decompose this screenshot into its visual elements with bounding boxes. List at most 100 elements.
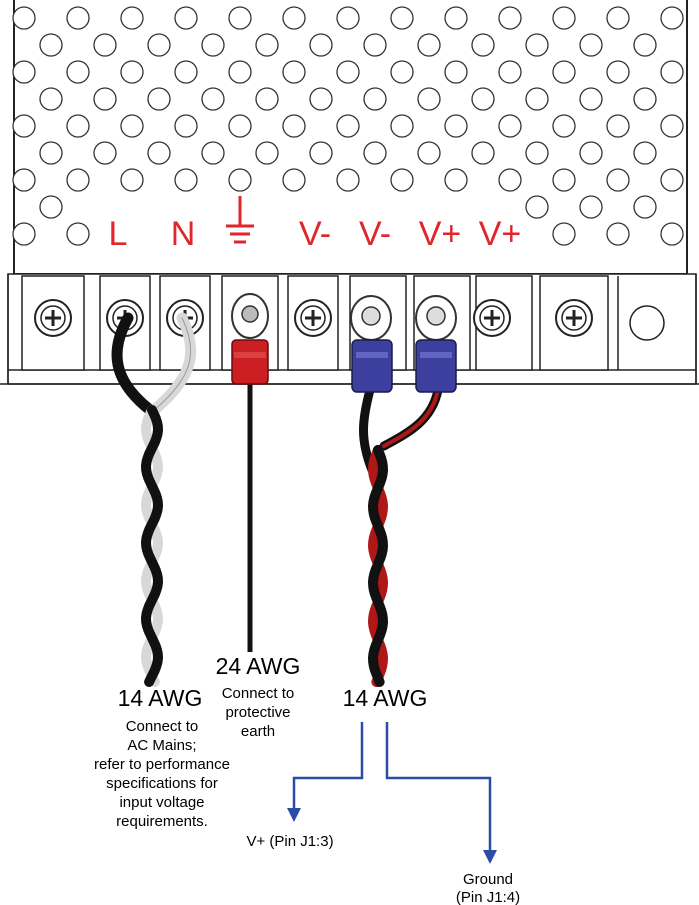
vent-hole — [606, 222, 630, 246]
vent-hole — [552, 222, 576, 246]
vent-hole — [201, 87, 225, 111]
earth-wire-gauge: 24 AWG — [216, 653, 301, 679]
vent-hole — [444, 114, 468, 138]
vent-hole — [471, 141, 495, 165]
vent-hole — [66, 222, 90, 246]
vent-hole — [228, 6, 252, 30]
vent-hole — [336, 60, 360, 84]
vent-hole — [525, 87, 549, 111]
vent-hole — [228, 114, 252, 138]
vent-hole — [120, 6, 144, 30]
vent-hole — [66, 6, 90, 30]
ventilation-holes — [12, 6, 684, 246]
vent-hole — [444, 168, 468, 192]
svg-text:requirements.: requirements. — [116, 813, 208, 830]
power-supply-enclosure — [12, 0, 688, 275]
vent-hole — [39, 195, 63, 219]
vent-hole — [417, 87, 441, 111]
ac-wire-gauge: 14 AWG — [118, 685, 203, 711]
vent-hole — [552, 6, 576, 30]
vent-hole — [336, 114, 360, 138]
svg-text:refer to performance: refer to performance — [94, 756, 230, 773]
dc-wire-pair — [359, 385, 443, 687]
svg-text:Connect to: Connect to — [222, 685, 295, 702]
vent-hole — [606, 114, 630, 138]
svg-text:protective: protective — [225, 704, 290, 721]
vent-hole — [606, 168, 630, 192]
vent-hole — [12, 168, 36, 192]
vent-hole — [498, 168, 522, 192]
terminal-screws — [34, 299, 593, 337]
terminal-label-v-plus-2: V+ — [479, 215, 522, 253]
vent-hole — [12, 222, 36, 246]
vent-hole — [282, 6, 306, 30]
vent-hole — [579, 195, 603, 219]
vent-hole — [552, 114, 576, 138]
vent-hole — [228, 168, 252, 192]
vent-hole — [147, 33, 171, 57]
vent-hole — [579, 33, 603, 57]
vent-hole — [552, 168, 576, 192]
vent-hole — [606, 6, 630, 30]
vent-hole — [120, 168, 144, 192]
screw-icon — [473, 299, 511, 337]
vent-hole — [579, 141, 603, 165]
vent-hole — [525, 195, 549, 219]
vent-hole — [174, 6, 198, 30]
vent-hole — [66, 114, 90, 138]
blue-ring-lugs — [350, 295, 457, 393]
vent-hole — [120, 60, 144, 84]
terminal-label-l: L — [109, 215, 128, 253]
svg-text:Connect to: Connect to — [126, 718, 199, 735]
ground-pin-label-line2: (Pin J1:4) — [456, 889, 520, 905]
vent-hole — [255, 87, 279, 111]
terminal-label-v-minus-2: V- — [359, 215, 391, 253]
vent-hole — [39, 33, 63, 57]
vent-hole — [12, 60, 36, 84]
vent-hole — [309, 33, 333, 57]
dc-wire-gauge: 14 AWG — [343, 685, 428, 711]
vent-hole — [390, 168, 414, 192]
svg-text:earth: earth — [241, 723, 275, 740]
terminal-label-n: N — [171, 215, 196, 253]
vent-hole — [66, 60, 90, 84]
svg-text:specifications for: specifications for — [106, 775, 218, 792]
vent-hole — [309, 141, 333, 165]
vent-hole — [633, 87, 657, 111]
vent-hole — [120, 114, 144, 138]
vent-hole — [633, 195, 657, 219]
vent-hole — [282, 168, 306, 192]
terminal-label-v-plus-1: V+ — [419, 215, 462, 253]
vent-hole — [660, 60, 684, 84]
vent-hole — [579, 87, 603, 111]
ac-wire-note: Connect to AC Mains; refer to performanc… — [94, 718, 230, 830]
vent-hole — [39, 87, 63, 111]
vent-hole — [39, 141, 63, 165]
vent-hole — [498, 6, 522, 30]
vent-hole — [363, 141, 387, 165]
vent-hole — [606, 60, 630, 84]
mounting-hole — [629, 305, 665, 341]
svg-text:AC Mains;: AC Mains; — [127, 737, 196, 754]
vent-hole — [363, 33, 387, 57]
vent-hole — [282, 60, 306, 84]
vent-hole — [633, 141, 657, 165]
output-arrows — [292, 722, 492, 856]
vent-hole — [444, 60, 468, 84]
vent-hole — [660, 168, 684, 192]
vent-hole — [93, 87, 117, 111]
terminal-label-v-minus-1: V- — [299, 215, 331, 253]
vent-hole — [417, 141, 441, 165]
screw-icon — [555, 299, 593, 337]
vent-hole — [93, 33, 117, 57]
vent-hole — [228, 60, 252, 84]
vent-hole — [147, 141, 171, 165]
vent-hole — [525, 141, 549, 165]
ground-arrowhead — [483, 850, 497, 864]
vent-hole — [282, 114, 306, 138]
vent-hole — [660, 114, 684, 138]
vent-hole — [12, 114, 36, 138]
vent-hole — [498, 60, 522, 84]
vent-hole — [336, 168, 360, 192]
